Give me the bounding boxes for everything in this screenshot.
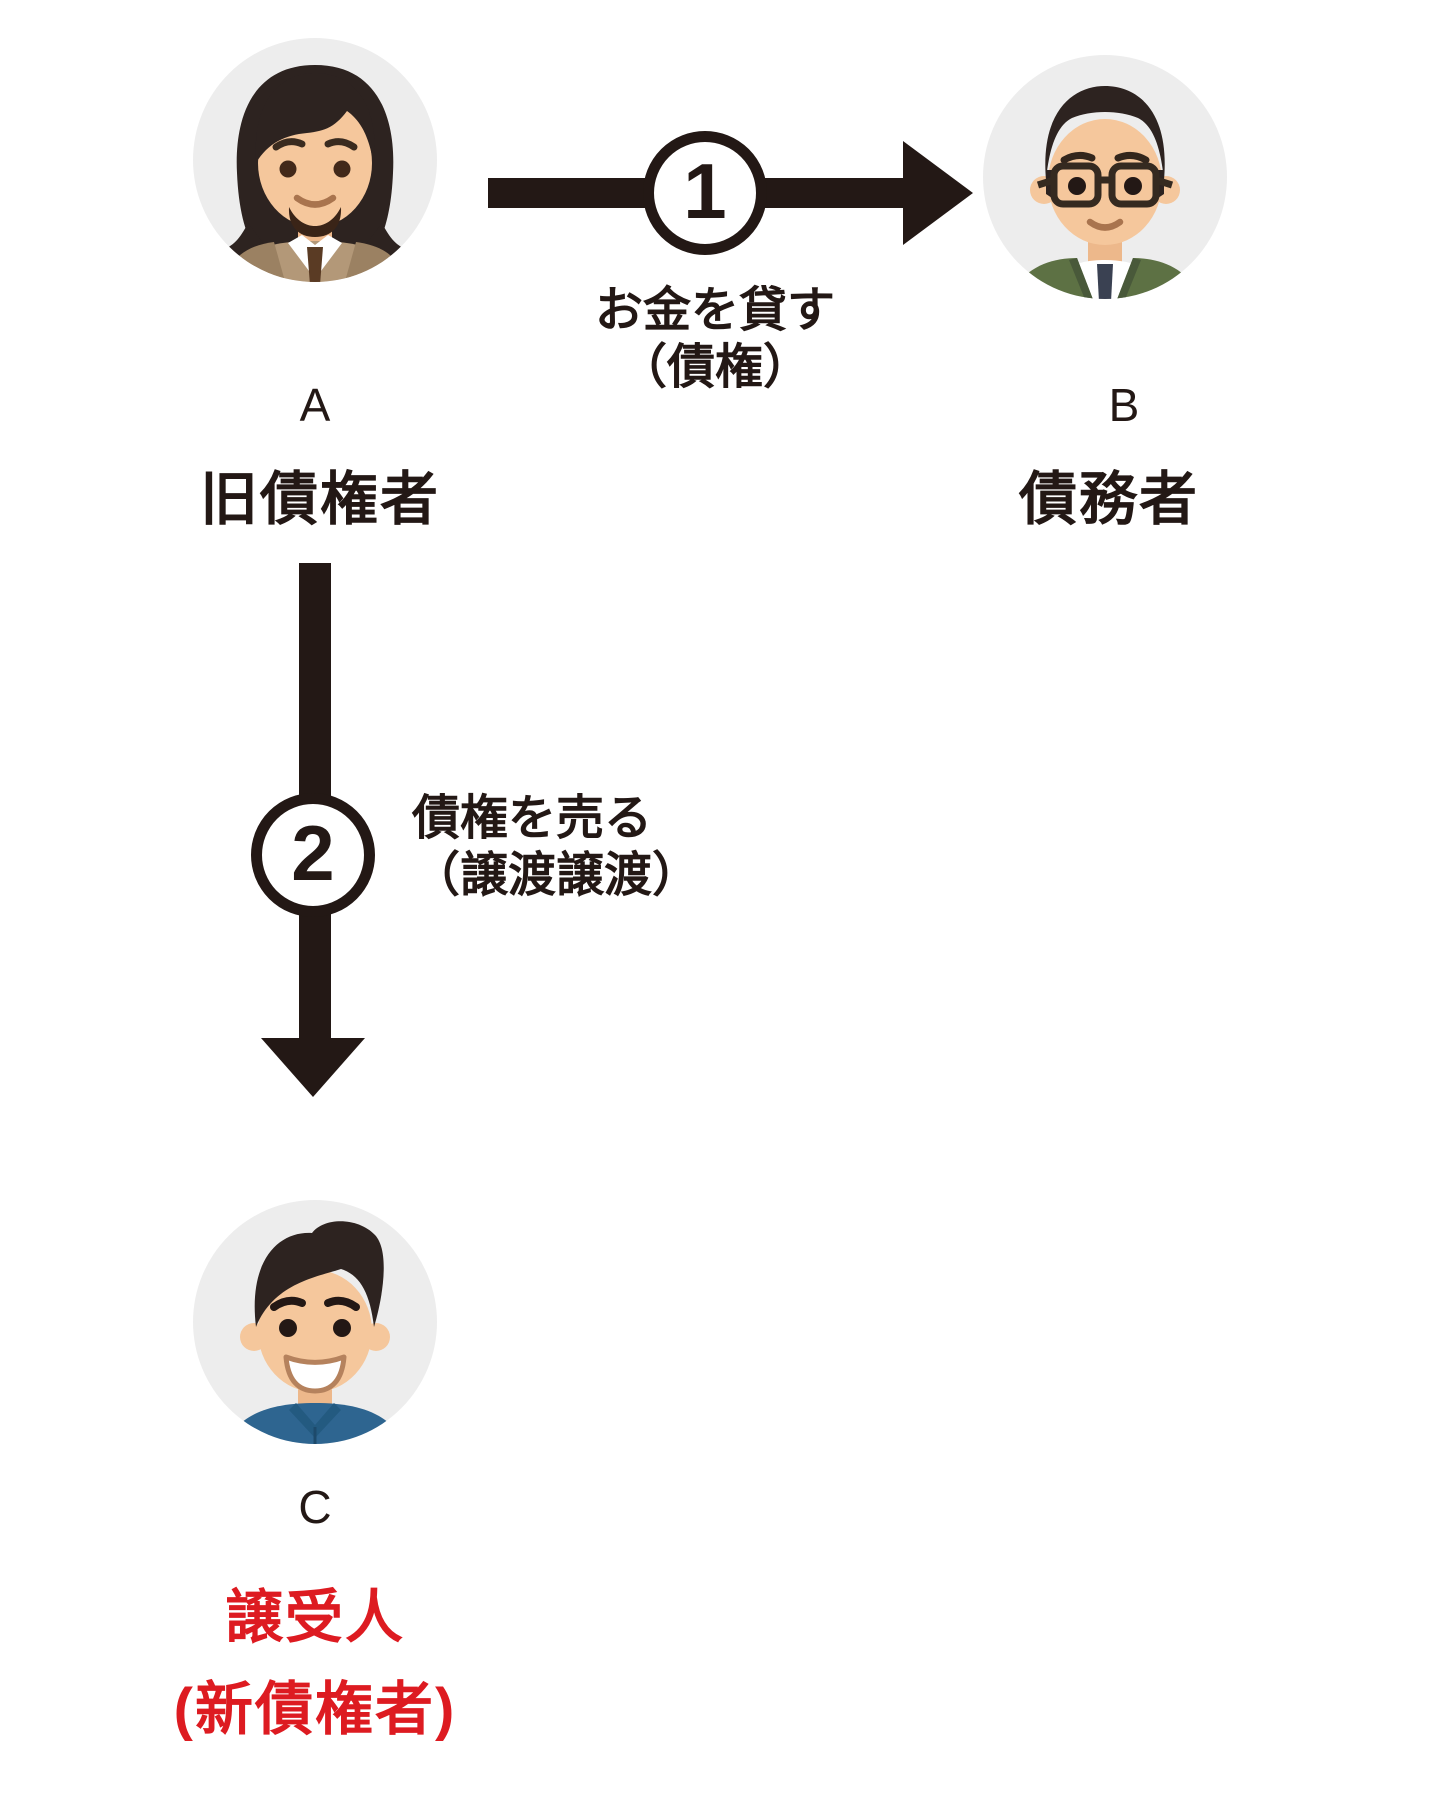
arrow-1-head-icon (903, 141, 973, 245)
avatar-c (190, 1197, 440, 1452)
actor-b-role: 債務者 (1018, 467, 1199, 532)
person-c-illustration (193, 1200, 437, 1444)
step-1-badge: 1 (643, 131, 767, 255)
person-a-illustration (193, 38, 437, 282)
step-2-number: 2 (291, 809, 335, 897)
actor-a-role: 旧債権者 (199, 467, 440, 532)
actor-a-letter: A (299, 379, 331, 431)
arrow-2-label-line1: 債権を売る (412, 792, 653, 845)
actor-c-letter: C (298, 1481, 332, 1533)
arrow-2-head-icon (261, 1038, 365, 1097)
avatar-a (190, 35, 440, 290)
actor-c-role-line2: (新債権者) (173, 1677, 457, 1742)
step-2-badge: 2 (251, 793, 375, 917)
arrow-2-label: 債権を売る （譲渡譲渡） (412, 790, 700, 904)
arrow-1-label-line2: （債権） (618, 341, 811, 394)
step-1-number: 1 (683, 147, 727, 235)
arrow-2-label-line2: （譲渡譲渡） (412, 849, 701, 902)
person-b-illustration (983, 55, 1227, 299)
avatar-b (980, 52, 1230, 307)
actor-b-letter: B (1108, 379, 1140, 431)
actor-c-role-line1: 譲受人 (224, 1585, 405, 1650)
arrow-1-label: お金を貸す （債権） (565, 282, 865, 396)
arrow-1-label-line1: お金を貸す (594, 284, 835, 337)
